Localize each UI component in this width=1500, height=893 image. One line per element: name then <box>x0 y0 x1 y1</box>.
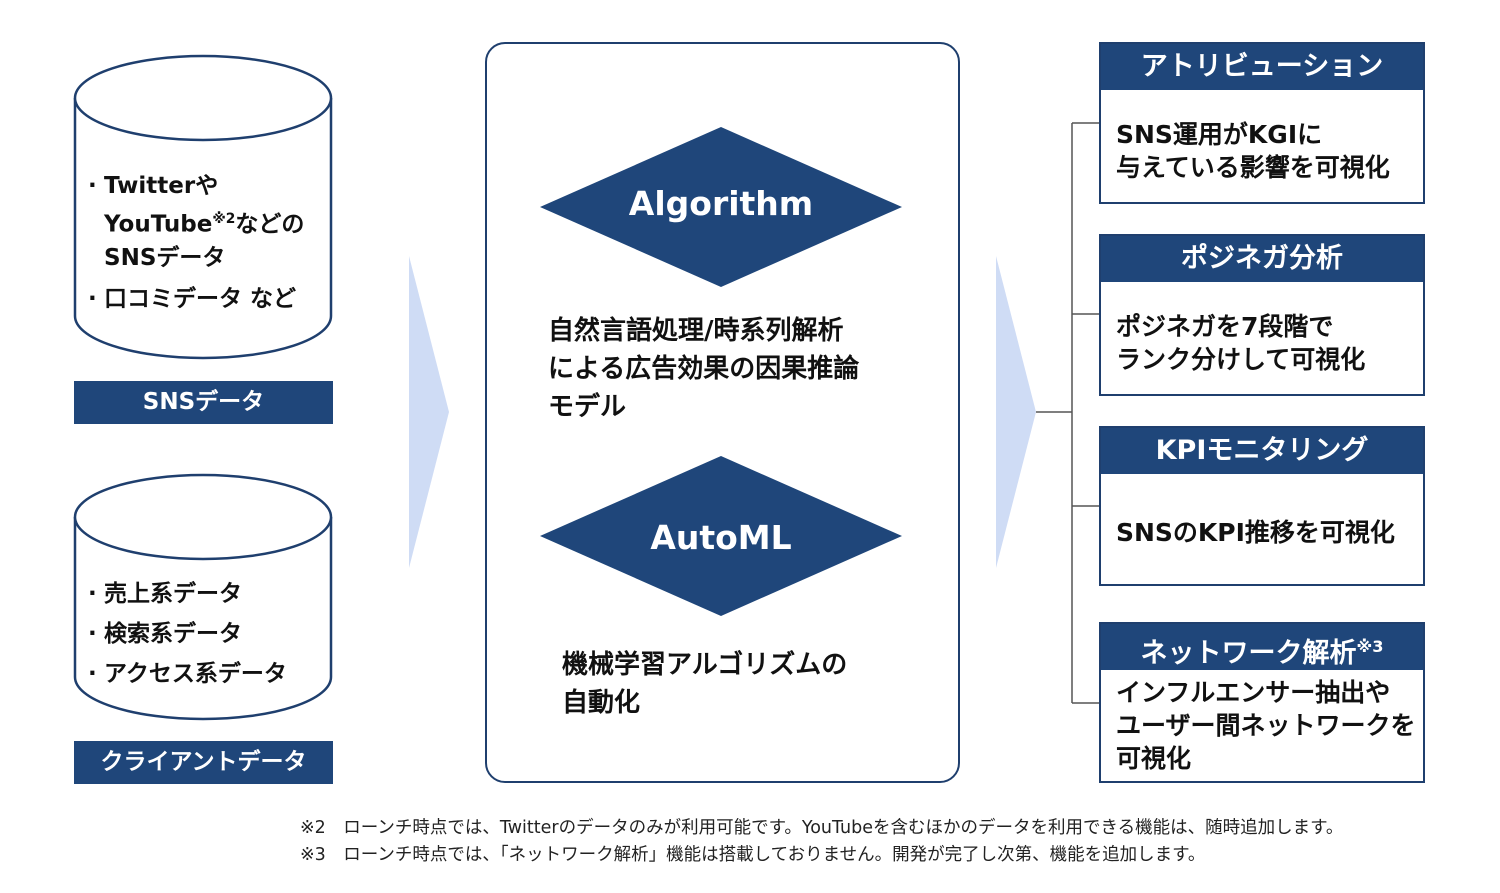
output-title: ポジネガ分析 <box>1101 236 1423 282</box>
item-text: 検索系データ <box>104 621 242 647</box>
output-title: アトリビューション <box>1101 44 1423 90</box>
list-item: ·売上系データ <box>88 574 328 614</box>
bullet: · <box>88 285 97 312</box>
client-data-items: ·売上系データ ·検索系データ ·アクセス系データ <box>88 574 328 694</box>
output-box-network: ネットワーク解析※3 インフルエンサー抽出や ユーザー間ネットワークを 可視化 <box>1099 622 1425 783</box>
sns-data-items: · Twitterや YouTube※2などのSNSデータ · 口コミデータ な… <box>88 170 328 316</box>
algorithm-diamond <box>540 127 902 287</box>
item-text: などのSNSデータ <box>104 211 305 271</box>
item-text: YouTube <box>104 211 213 238</box>
output-connector <box>1036 122 1099 704</box>
item-text: アクセス系データ <box>104 661 287 687</box>
item-text: Twitterや <box>104 173 219 199</box>
footnotes: ※2 ローンチ時点では、Twitterのデータのみが利用可能です。YouTube… <box>300 815 1495 869</box>
client-data-label: クライアントデータ <box>74 741 333 784</box>
model-panel <box>485 42 960 783</box>
list-item: ·アクセス系データ <box>88 654 328 694</box>
automl-description: 機械学習アルゴリズムの 自動化 <box>562 650 848 718</box>
output-body: SNSのKPI推移を可視化 <box>1116 518 1395 547</box>
output-body: ポジネガを7段階で ランク分けして可視化 <box>1116 312 1366 374</box>
output-body: SNS運用がKGIに 与えている影響を可視化 <box>1116 120 1390 182</box>
bullet: · <box>88 173 97 199</box>
footnote-2: ※2 ローンチ時点では、Twitterのデータのみが利用可能です。YouTube… <box>300 818 1344 838</box>
output-body: インフルエンサー抽出や ユーザー間ネットワークを 可視化 <box>1116 678 1416 773</box>
output-box-kpi: KPIモニタリング SNSのKPI推移を可視化 <box>1099 426 1425 586</box>
automl-title: AutoML <box>650 518 792 557</box>
database-cylinder-sns <box>73 54 333 360</box>
output-title: KPIモニタリング <box>1101 428 1423 474</box>
item-text: 売上系データ <box>104 581 242 607</box>
output-title: ネットワーク解析※3 <box>1101 624 1423 670</box>
item-text: 口コミデータ など <box>104 285 297 312</box>
footnote-marker: ※3 <box>1356 637 1384 656</box>
sns-data-label: SNSデータ <box>74 381 333 424</box>
list-item: ·検索系データ <box>88 614 328 654</box>
list-item: · Twitterや YouTube※2などのSNSデータ <box>88 170 328 275</box>
output-box-sentiment: ポジネガ分析 ポジネガを7段階で ランク分けして可視化 <box>1099 234 1425 396</box>
automl-diamond <box>540 456 902 616</box>
footnote-marker: ※2 <box>212 211 236 227</box>
algorithm-title: Algorithm <box>628 184 814 223</box>
database-cylinder-client <box>73 473 333 721</box>
output-box-attribution: アトリビューション SNS運用がKGIに 与えている影響を可視化 <box>1099 42 1425 204</box>
list-item: · 口コミデータ など <box>88 283 328 316</box>
flow-arrow-left <box>409 256 449 568</box>
footnote-3: ※3 ローンチ時点では、「ネットワーク解析」機能は搭載しておりません。開発が完了… <box>300 845 1206 865</box>
algorithm-description: 自然言語処理/時系列解析 による広告効果の因果推論 モデル <box>548 316 860 422</box>
flow-arrow-right <box>996 256 1036 568</box>
